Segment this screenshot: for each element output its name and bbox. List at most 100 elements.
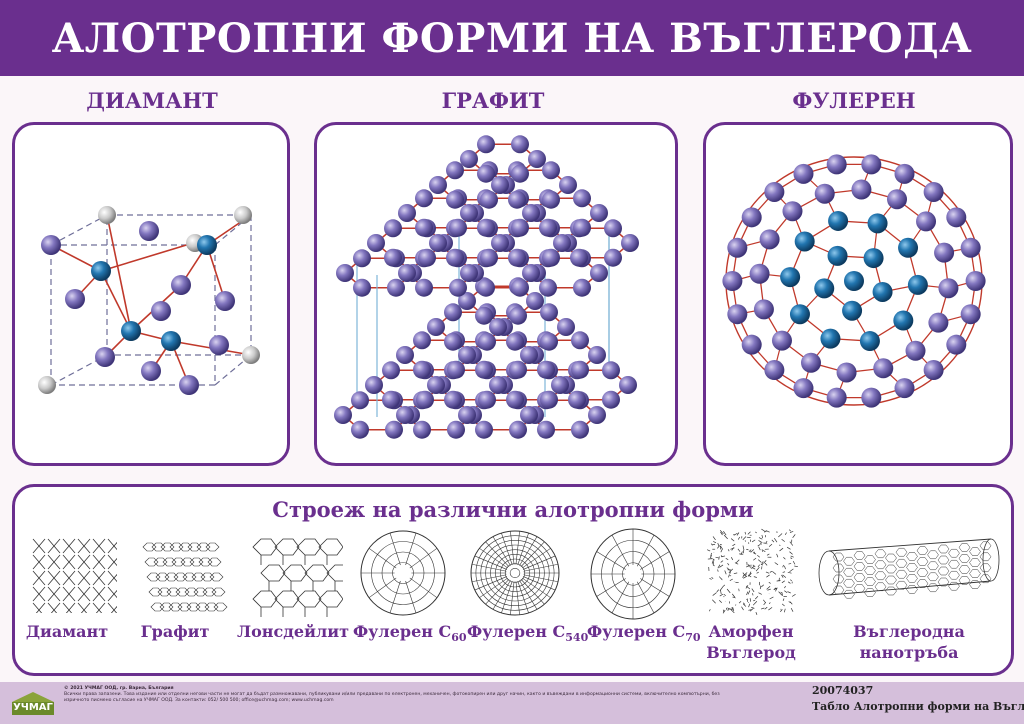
carbon-atom: [446, 248, 464, 267]
carbon-atom-corner: [242, 346, 260, 364]
carbon-atom: [570, 248, 588, 267]
carbon-atom: [446, 161, 464, 180]
graphite-hex: [193, 587, 208, 597]
carbon-atom: [447, 360, 465, 379]
carbon-atom: [621, 234, 639, 252]
graphite-layers-illustration: [334, 135, 639, 439]
carbon-atom: [489, 376, 507, 394]
legal-notice: © 2021 УЧМАГ ООД, гр. Варна, България Вс…: [64, 686, 720, 703]
graphite-hex: [169, 542, 184, 552]
carbon-atom: [449, 278, 467, 297]
carbon-atom: [827, 245, 848, 266]
graphite-panel: [314, 122, 678, 466]
carbon-atom: [946, 207, 967, 228]
tube-hex: [969, 580, 981, 589]
graphite-hex: [171, 557, 186, 567]
publisher-logo-text: УЧМАГ: [13, 702, 53, 713]
tube-hex: [874, 582, 887, 592]
carbon-atom-inner: [121, 321, 141, 341]
graphite-hex: [189, 557, 204, 567]
graphite-hex: [204, 602, 219, 612]
tube-hex: [916, 546, 929, 555]
graphite-hex: [198, 557, 213, 567]
carbon-atom-inner: [161, 331, 181, 351]
carbon-atom: [477, 135, 495, 154]
carbon-atom: [382, 390, 400, 409]
lonsdaleite-cell: [252, 590, 278, 608]
graphite-hex: [186, 602, 201, 612]
carbon-atom: [826, 154, 847, 175]
carbon-atom: [826, 387, 847, 408]
carbon-atom-corner: [38, 376, 56, 394]
carbon-atom: [508, 190, 526, 209]
carbon-atom-corner: [98, 206, 116, 224]
carbon-atom: [458, 406, 476, 424]
carbon-atom: [416, 390, 434, 409]
graphite-hex: [153, 557, 168, 567]
carbon-atom: [571, 331, 589, 350]
lonsdaleite-cell: [296, 590, 322, 608]
carbon-atom: [836, 362, 857, 383]
graphite-hex: [195, 602, 210, 612]
graphite-hex: [211, 587, 226, 597]
tube-hex: [969, 558, 981, 567]
lonsdaleite-cell: [252, 538, 278, 556]
carbon-atom: [537, 420, 555, 439]
carbon-atom: [741, 207, 762, 228]
carbon-atom: [759, 229, 780, 250]
carbon-atom: [764, 360, 785, 381]
amorphous-carbon-thumbnail: [706, 528, 798, 615]
carbon-atom: [508, 248, 526, 267]
fullerene-ball-illustration: [722, 154, 986, 408]
tube-hex: [937, 577, 950, 587]
tube-hex: [969, 547, 981, 556]
caption-diamond: Диамант: [25, 622, 109, 641]
tube-hex: [895, 569, 908, 579]
carbon-atom: [842, 300, 863, 321]
carbon-atom: [415, 189, 433, 208]
carbon-atom: [444, 303, 462, 322]
carbon-atom: [861, 387, 882, 408]
carbon-atom: [477, 218, 495, 237]
graphite-hex: [164, 572, 179, 582]
fullerene-panel: [703, 122, 1013, 466]
carbon-atom: [542, 161, 560, 180]
tube-hex: [958, 565, 971, 574]
carbon-atom: [384, 219, 402, 238]
carbon-atom: [139, 221, 159, 241]
carbon-atom: [872, 281, 893, 302]
carbon-atom: [965, 271, 986, 291]
caption-lonsdaleite: Лонсдейлит: [236, 622, 350, 641]
carbon-atom: [749, 263, 770, 284]
carbon-atom: [568, 390, 586, 409]
tube-hex: [948, 548, 960, 558]
carbon-atom: [537, 360, 555, 379]
product-code: 20074037: [812, 684, 874, 697]
carbon-atom: [509, 306, 527, 325]
carbon-atom: [539, 218, 557, 237]
tube-hex: [843, 556, 855, 566]
tube-hex: [885, 564, 897, 574]
carbon-atom: [511, 278, 529, 297]
tube-hex: [843, 578, 855, 588]
carbon-atom: [771, 330, 792, 351]
carbon-atom: [526, 292, 544, 310]
carbon-atom: [604, 219, 622, 238]
graphite-hex: [184, 587, 199, 597]
tube-hex: [958, 554, 971, 563]
carbon-atom: [334, 406, 352, 424]
tube-hex: [916, 557, 929, 566]
carbon-atom: [418, 248, 436, 267]
carbon-atom: [351, 391, 369, 410]
tube-hex: [853, 551, 866, 560]
carbon-atom: [446, 190, 464, 209]
carbon-atom: [413, 420, 431, 439]
tube-hex: [853, 562, 866, 571]
carbon-atom: [141, 361, 161, 381]
carbon-atom: [171, 275, 191, 295]
carbon-atom: [475, 306, 493, 325]
carbon-atom: [384, 248, 402, 267]
tube-hex: [906, 585, 918, 594]
